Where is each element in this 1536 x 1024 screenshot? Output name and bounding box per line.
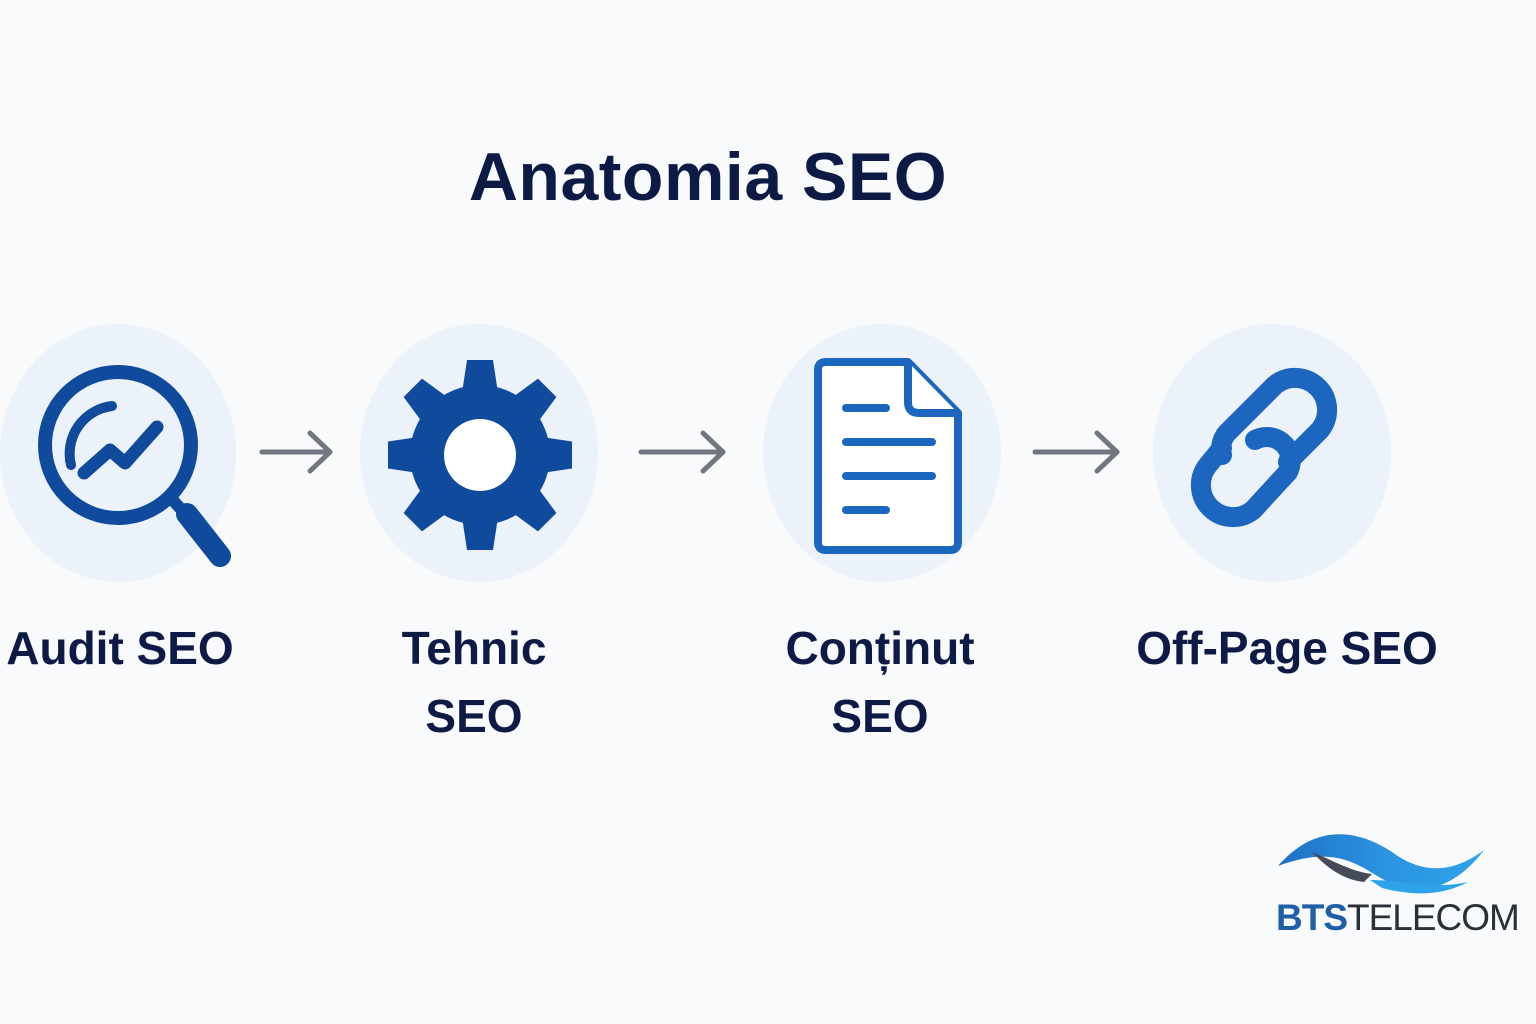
logo-text-bts: BTS bbox=[1276, 897, 1348, 938]
step-label-technical: Tehnic SEO bbox=[401, 622, 547, 742]
arrow-right-icon bbox=[638, 430, 726, 474]
bts-telecom-logo: BTSTELECOM bbox=[1276, 896, 1520, 940]
logo-text-telecom: TELECOM bbox=[1347, 897, 1520, 938]
arrow-right-icon bbox=[259, 430, 333, 474]
gear-icon bbox=[388, 360, 572, 550]
step-label-offpage: Off-Page SEO bbox=[1136, 622, 1438, 674]
bts-telecom-logo-wave-icon bbox=[1278, 834, 1484, 894]
step-label-audit: Audit SEO bbox=[6, 622, 234, 674]
step-circle-offpage bbox=[1153, 324, 1391, 582]
step-label-content: Conținut SEO bbox=[785, 622, 975, 742]
search-analytics-icon bbox=[38, 365, 231, 567]
arrow-right-icon bbox=[1032, 430, 1120, 474]
document-icon bbox=[814, 358, 962, 554]
diagram-title: Anatomia SEO bbox=[468, 139, 948, 215]
link-icon bbox=[1190, 367, 1338, 528]
